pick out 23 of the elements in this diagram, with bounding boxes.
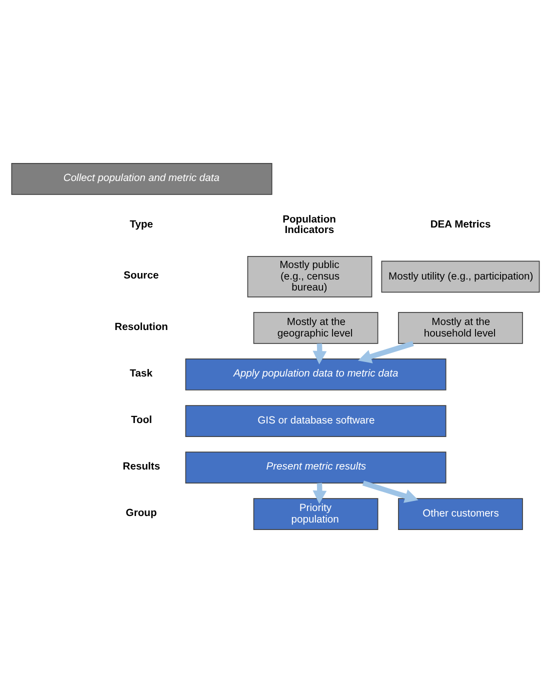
label: Type [130,218,154,230]
node-box: Other customers [398,498,523,530]
node-box: Apply population data to metric data [185,358,446,390]
node-box: Collect population and metric data [11,162,272,194]
node-box: Mostly public (e.g., census bureau) [247,256,372,297]
label: DEA Metrics [430,218,491,230]
label: Resolution [114,321,168,332]
label: Tool [130,414,152,426]
label: Population Indicators [282,214,336,236]
arrow [362,480,418,502]
arrow [312,482,327,504]
node-box: Priority population [253,498,378,530]
label: Results [122,460,160,472]
node-box: Present metric results [185,451,446,483]
label: Group [126,507,157,518]
arrow [358,340,414,363]
node-box: Mostly at the household level [398,312,523,344]
node-box: GIS or database software [185,404,446,436]
node-box: Mostly at the geographic level [253,312,378,344]
node-box: Mostly utility (e.g., participation) [381,260,540,292]
arrow [312,342,327,364]
label: Source [124,270,159,282]
label: Task [130,368,152,379]
